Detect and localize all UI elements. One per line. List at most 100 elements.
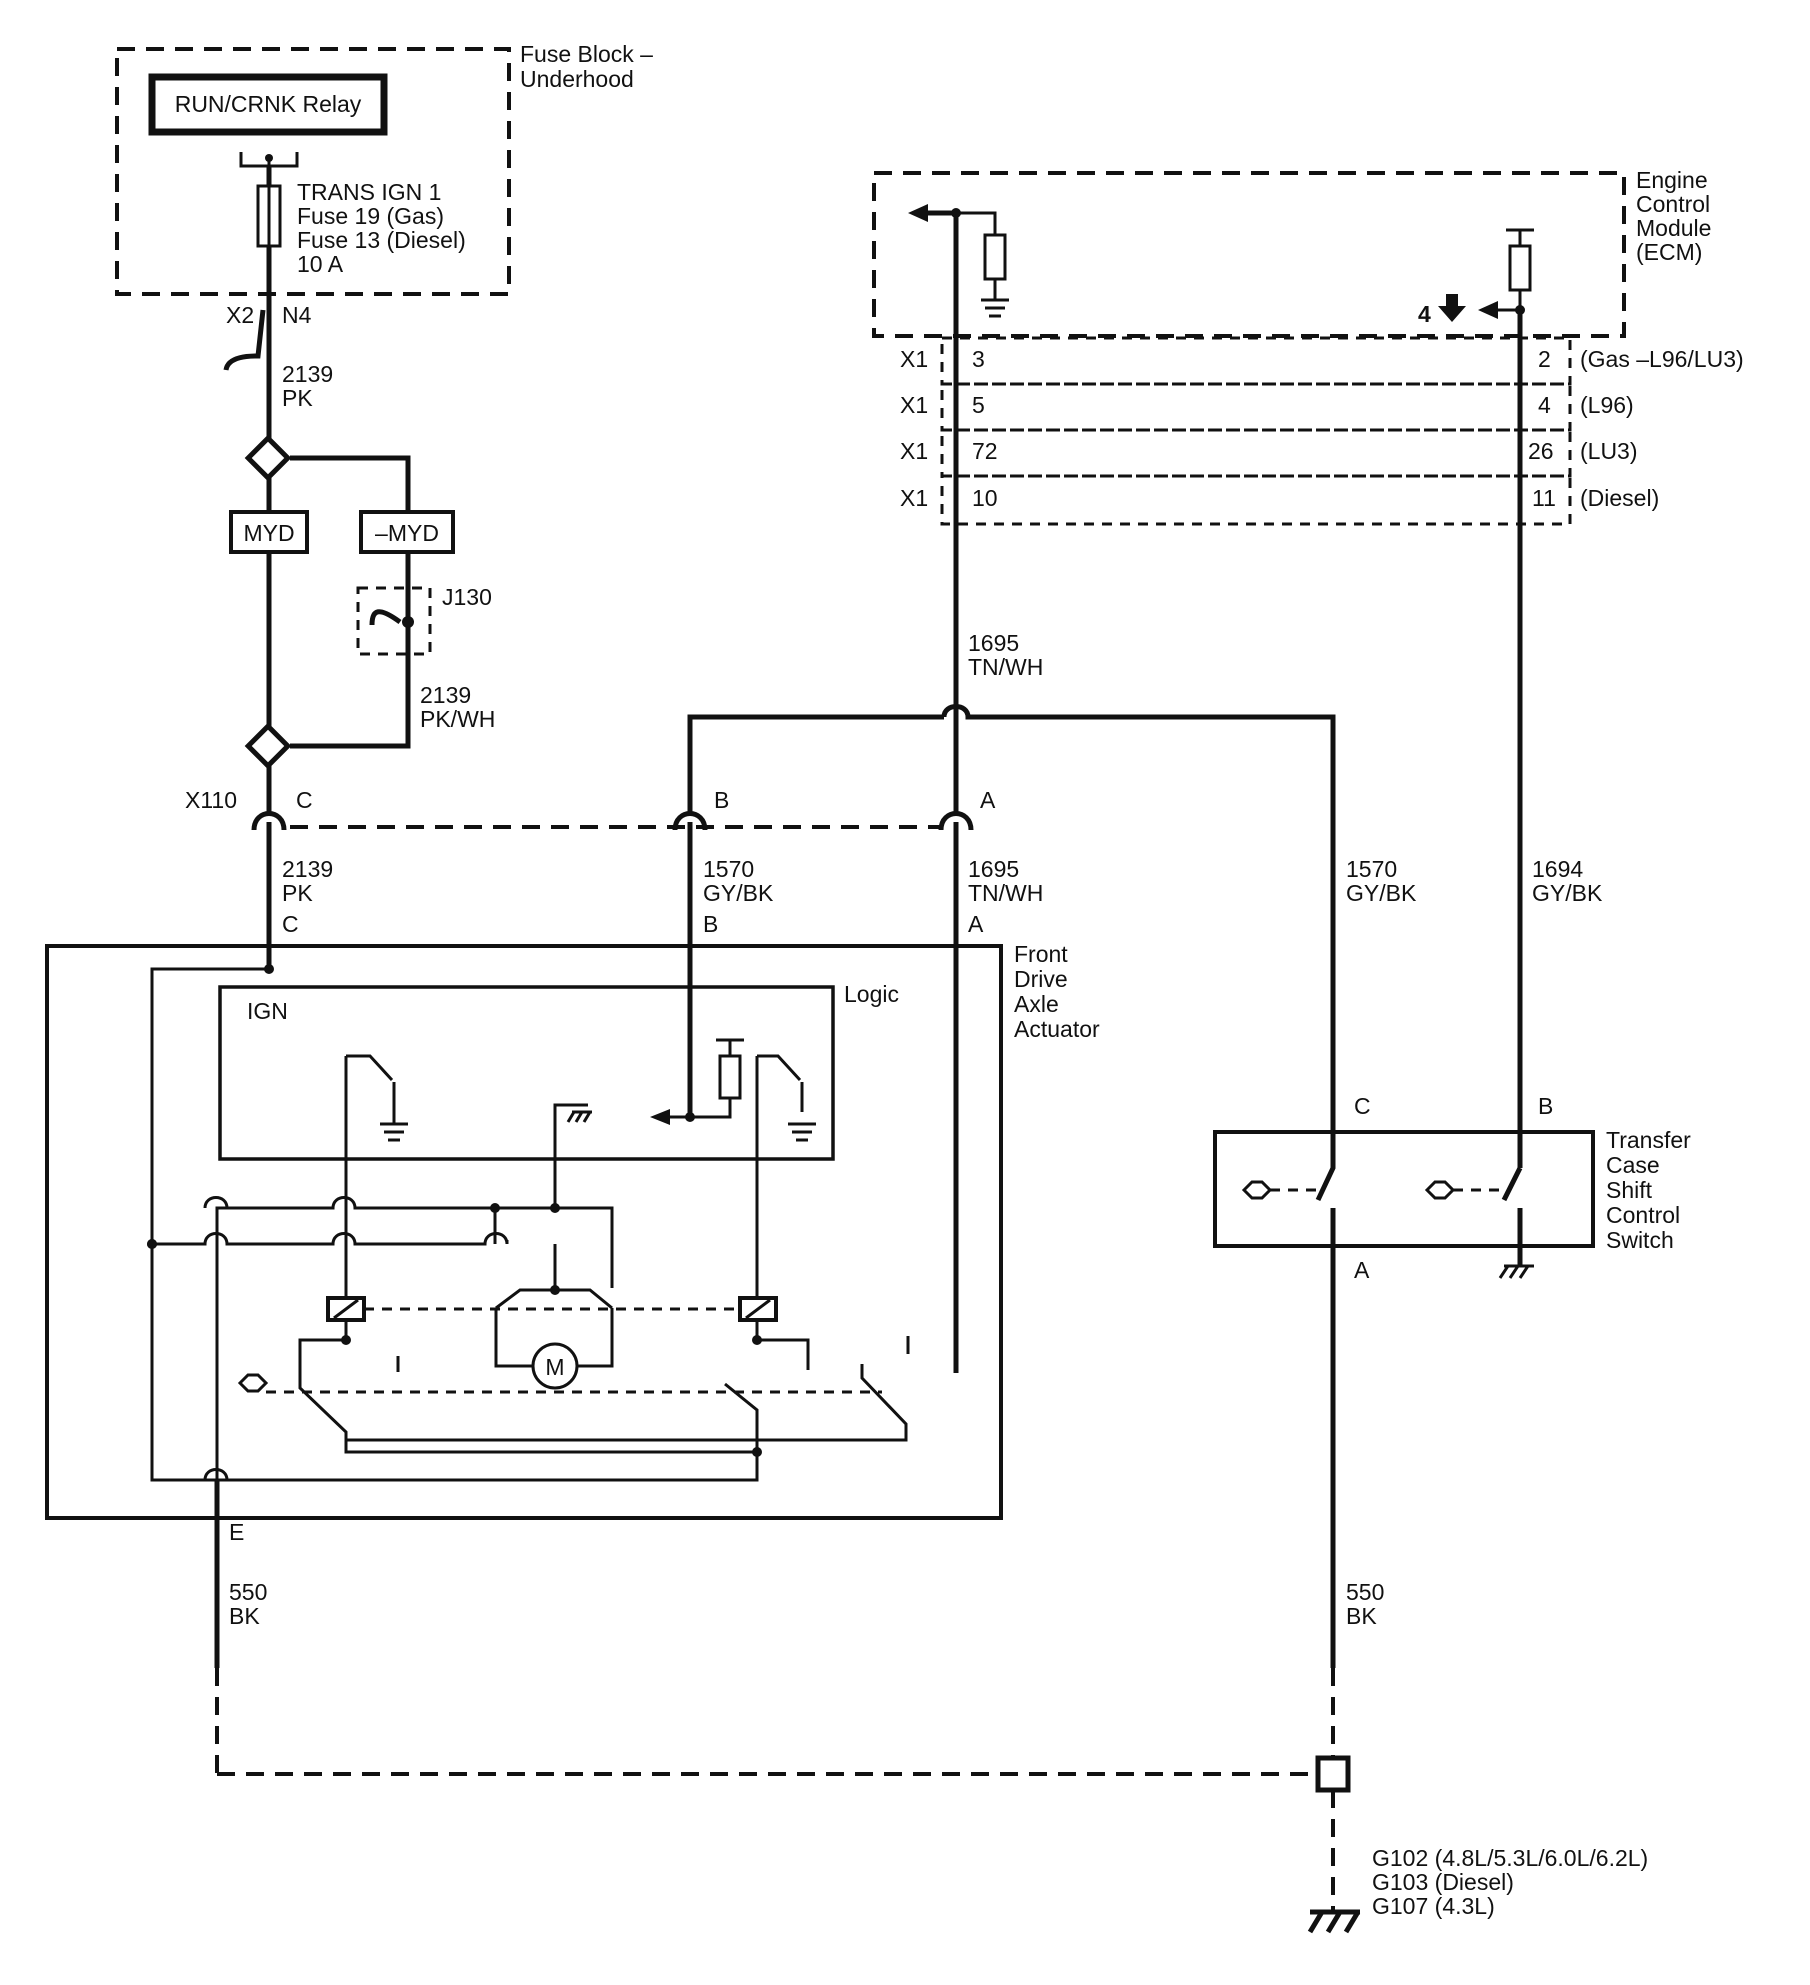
ecm-x1-row-4-right: 11 — [1532, 485, 1556, 511]
option-myd-label: MYD — [243, 520, 294, 546]
ground-g103-label: G103 (Diesel) — [1372, 1869, 1514, 1895]
run-crnk-relay-box — [148, 73, 388, 136]
logic-chassis-ground-wire — [553, 1103, 588, 1208]
transfer-case-title-3: Shift — [1606, 1177, 1653, 1203]
ecm-x1-connectors: X1 3 2 (Gas –L96/LU3) X1 5 4 (L96) X1 72… — [900, 336, 1744, 526]
splice-j130-label: J130 — [442, 584, 492, 610]
chassis-ground-icon — [1307, 1909, 1361, 1934]
ecm-pulldown-resistor-icon — [983, 233, 1007, 281]
run-crnk-relay-label: RUN/CRNK Relay — [175, 91, 362, 117]
ecm-ref-down-arrow-icon — [1438, 294, 1466, 322]
ecm-x1-row-3-conn: X1 — [900, 438, 928, 464]
ign-bus-node-2 — [147, 1239, 157, 1249]
ecm-outline — [872, 171, 1626, 338]
ign-label: IGN — [247, 998, 288, 1024]
actuator-title-4: Actuator — [1014, 1016, 1100, 1042]
position-sensor-icon — [237, 1373, 269, 1393]
pin-n4-label: N4 — [282, 302, 312, 328]
ecm-x1-row-3-right: 26 — [1528, 438, 1554, 464]
x110-pin-a-icon — [938, 811, 974, 831]
ecm-x1-row-3-note: (LU3) — [1580, 438, 1638, 464]
ground-splice-box — [1315, 1755, 1351, 1793]
ecm-x1-row-3-box — [940, 428, 1572, 478]
logic-b-pullup-resistor-icon — [718, 1054, 742, 1100]
ecm-title-2: Control — [1636, 191, 1710, 217]
fuse-label-1: TRANS IGN 1 — [297, 179, 441, 205]
wire-2139-pkwh — [290, 654, 411, 749]
wire-1570-right-color: GY/BK — [1346, 880, 1417, 906]
splice-top — [244, 434, 292, 482]
transfer-case-title-4: Control — [1606, 1202, 1680, 1228]
x110-pin-a: A — [980, 787, 996, 813]
wire-2139-pk-lower-color: PK — [282, 880, 313, 906]
wire-b-to-crossover — [687, 714, 944, 812]
actuator-outline — [45, 944, 1003, 1520]
ecm-x1-row-1-left: 3 — [972, 346, 985, 372]
fuse-label-3: Fuse 13 (Diesel) — [297, 227, 466, 253]
connector-x2-icon — [223, 294, 272, 371]
switch-2-contact — [1501, 1166, 1523, 1202]
wire-2139-pkwh-num: 2139 — [420, 682, 471, 708]
ground-g107-label: G107 (4.3L) — [1372, 1893, 1495, 1919]
wire-crossover-hop — [941, 704, 1336, 1122]
ecm-x1-row-2-right: 4 — [1538, 392, 1551, 418]
ecm-x1-row-2-conn: X1 — [900, 392, 928, 418]
logic-switch-2 — [757, 1054, 802, 1082]
logic-box — [218, 985, 835, 1161]
transfer-case-pin-c: C — [1354, 1093, 1371, 1119]
wire-1694-color: GY/BK — [1532, 880, 1603, 906]
ecm-x1-row-4-box — [940, 474, 1572, 526]
wire-1695-a-num: 1695 — [968, 856, 1019, 882]
switch-1-actuator-icon — [1241, 1180, 1273, 1200]
ecm-pullup-resistor-icon — [1508, 244, 1532, 292]
ecm-title-3: Module — [1636, 215, 1711, 241]
fuse-block: Fuse Block – Underhood RUN/CRNK Relay TR… — [115, 41, 653, 296]
ecm-title-4: (ECM) — [1636, 239, 1702, 265]
splice-j130-outline — [356, 586, 432, 656]
x110-pin-c: C — [296, 787, 313, 813]
ecm-title-1: Engine — [1636, 167, 1708, 193]
relay-terminal-dot — [265, 154, 273, 162]
switch-1-contact — [1315, 1122, 1336, 1202]
transfer-case-title-5: Switch — [1606, 1227, 1674, 1253]
ecm: Engine Control Module (ECM) 4 — [872, 167, 1711, 338]
front-drive-axle-actuator: Front Drive Axle Actuator C B A Logic IG… — [45, 911, 1100, 1668]
actuator-title-2: Drive — [1014, 966, 1068, 992]
wire-2139-pk-num: 2139 — [282, 361, 333, 387]
logic-label: Logic — [844, 981, 899, 1007]
conn-x2-label: X2 — [226, 302, 254, 328]
splice-bottom — [244, 722, 292, 770]
transfer-case-outline — [1213, 1130, 1595, 1248]
ecm-x1-row-1-box — [940, 336, 1572, 386]
ecm-x1-row-4-conn: X1 — [900, 485, 928, 511]
x110-label: X110 — [185, 787, 237, 813]
wire-2139-pk-lower-num: 2139 — [282, 856, 333, 882]
wire-1570-b-color: GY/BK — [703, 880, 774, 906]
relay-coil-left-node — [341, 1335, 351, 1345]
ecm-x1-row-4-note: (Diesel) — [1580, 485, 1659, 511]
actuator-title-3: Axle — [1014, 991, 1059, 1017]
wire-550-right-num: 550 — [1346, 1579, 1384, 1605]
switch-2-ground-icon — [1498, 1264, 1534, 1279]
wire-550-left-color: BK — [229, 1603, 260, 1629]
wire-550-left-num: 550 — [229, 1579, 267, 1605]
ecm-ref-number: 4 — [1418, 301, 1431, 327]
ecm-x1-row-1-conn: X1 — [900, 346, 928, 372]
ecm-pulldown-wire — [956, 211, 997, 235]
x110-pin-b-icon — [672, 811, 708, 831]
ign-bus-branch-1 — [152, 1232, 509, 1246]
transfer-case-pin-a: A — [1354, 1257, 1370, 1283]
option-not-myd-label: –MYD — [375, 520, 439, 546]
ecm-input-arrowhead — [908, 204, 928, 222]
relay-coil-left-return — [298, 1320, 759, 1454]
motor-contact-left — [495, 1244, 557, 1310]
fuse-label-4: 10 A — [297, 251, 344, 277]
fuse-block-title-2: Underhood — [520, 66, 634, 92]
splice-j130-dot — [402, 616, 414, 628]
logic-b-pullup-terminal — [716, 1038, 744, 1056]
motor-contact-right — [555, 1288, 613, 1310]
wire-to-not-myd — [290, 455, 411, 512]
actuator-pin-e: E — [229, 1519, 244, 1545]
fuse-label-2: Fuse 19 (Gas) — [297, 203, 444, 229]
